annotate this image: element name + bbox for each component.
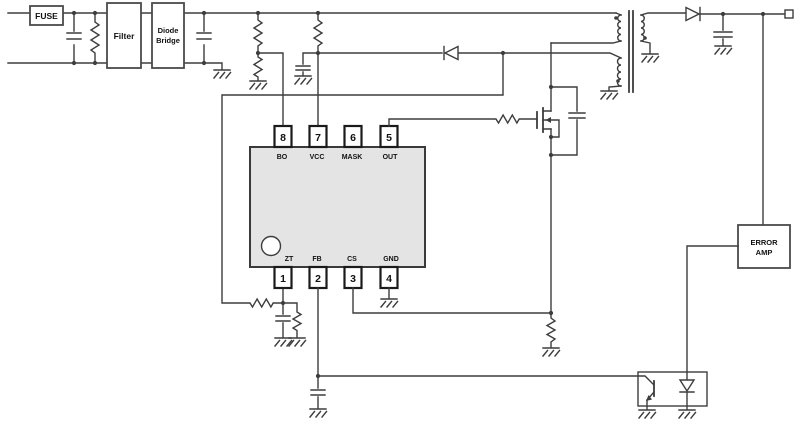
input-resistor <box>89 10 101 66</box>
output-capacitor <box>713 13 733 55</box>
pin-label-fb: FB <box>312 256 321 263</box>
output-cap-ground-icon <box>714 45 733 55</box>
svg-text:4: 4 <box>386 273 392 285</box>
aux-winding <box>502 52 622 100</box>
pin-label-vcc: VCC <box>310 154 325 161</box>
optocoupler <box>637 371 708 419</box>
fuse-block: FUSE <box>29 5 64 26</box>
svg-text:7: 7 <box>315 132 321 144</box>
ic-pin-6: 6 MASK <box>342 124 363 161</box>
opto-led <box>678 371 697 419</box>
snubber-capacitor <box>548 86 586 158</box>
opto-transistor-ground-icon <box>638 409 657 419</box>
zt-cap-ground-icon <box>274 337 293 347</box>
secondary-ground-icon <box>641 53 660 63</box>
filter-label: Filter <box>114 31 135 41</box>
pin-label-mask: MASK <box>342 154 363 161</box>
bulk-capacitor <box>196 10 212 66</box>
opto-led-ground-icon <box>678 409 697 419</box>
error-amp-label-2: AMP <box>756 248 773 257</box>
output-terminal <box>784 9 794 19</box>
source-net <box>542 128 561 357</box>
aux-ground-icon <box>600 90 619 100</box>
ic-pin-4: 4 GND <box>379 256 399 290</box>
output-rail <box>699 9 794 19</box>
bridge-ground-icon <box>213 69 232 79</box>
zt-sense-line <box>221 50 506 347</box>
secondary-winding <box>640 12 687 63</box>
ic-pin-7: 7 VCC <box>308 124 328 161</box>
svg-text:3: 3 <box>350 273 356 285</box>
svg-text:6: 6 <box>350 132 356 144</box>
error-amp-block: ERROR AMP <box>686 13 791 373</box>
controller-ic: 8 BO 7 VCC 6 MASK 5 OUT 1 ZT 2 FB <box>249 124 426 290</box>
drain-net <box>548 42 554 112</box>
ac-input-bottom-line <box>7 62 232 79</box>
ic-pin-8: 8 BO <box>273 124 293 161</box>
pin-label-gnd: GND <box>383 256 399 263</box>
pin-label-cs: CS <box>347 256 357 263</box>
ic-pin-5: 5 OUT <box>379 124 399 161</box>
transformer <box>502 10 687 100</box>
sense-resistor-ground-icon <box>542 347 561 357</box>
output-rectifier-diode <box>685 6 701 22</box>
brownout-ground-icon <box>249 80 268 90</box>
svg-text:5: 5 <box>386 132 392 144</box>
svg-text:1: 1 <box>280 273 286 285</box>
cs-line <box>352 287 552 314</box>
filter-block: Filter <box>106 2 142 69</box>
pin-label-out: OUT <box>383 154 399 161</box>
opto-transistor <box>637 375 657 419</box>
transformer-core <box>628 10 634 93</box>
diode-bridge-label-1: Diode <box>158 26 179 35</box>
pin-label-bo: BO <box>277 154 288 161</box>
ic-pin-1: 1 ZT <box>273 256 294 290</box>
diode-bridge-label-2: Bridge <box>156 36 180 45</box>
ic-ground <box>380 287 399 308</box>
zt-res-ground-icon <box>288 337 307 347</box>
primary-winding <box>550 12 622 44</box>
fb-cap-ground-icon <box>309 408 328 418</box>
gate-drive <box>388 113 538 127</box>
pin1-indicator <box>260 235 282 257</box>
fb-network <box>309 287 639 418</box>
ic-ground-icon <box>380 298 399 308</box>
pin-label-zt: ZT <box>285 256 294 263</box>
error-amp-label-1: ERROR <box>750 238 778 247</box>
brownout-divider <box>249 10 284 127</box>
vcc-network <box>294 10 504 127</box>
mosfet <box>536 107 560 140</box>
vcc-cap-ground-icon <box>294 75 313 85</box>
vcc-rectifier-diode <box>443 45 459 61</box>
fuse-label: FUSE <box>35 11 58 21</box>
svg-text:2: 2 <box>315 273 321 285</box>
svg-text:8: 8 <box>280 132 286 144</box>
x-capacitor <box>66 10 82 66</box>
diode-bridge-block: Diode Bridge <box>151 2 185 69</box>
